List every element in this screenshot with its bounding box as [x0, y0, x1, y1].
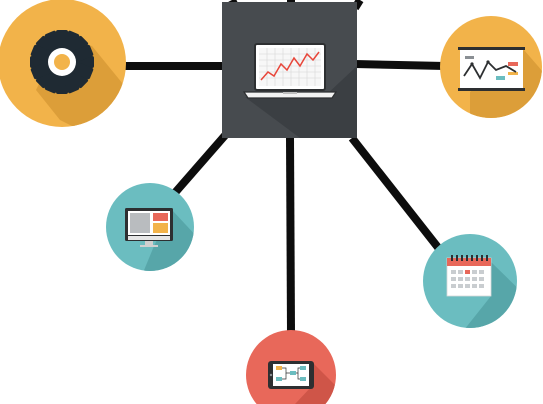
laptop-chart-icon [242, 43, 338, 99]
node-calendar [423, 234, 517, 328]
connector-desktop [169, 129, 232, 198]
presentation-board-icon [458, 47, 525, 91]
calendar-icon [446, 255, 492, 297]
gear-icon [30, 30, 94, 94]
node-desktop [106, 183, 194, 271]
smartphone-flowchart-icon [268, 361, 314, 389]
node-mobile [246, 330, 336, 404]
connector-mobile [286, 137, 295, 333]
node-presentation [440, 16, 542, 118]
trend-line [260, 51, 320, 81]
connectors [122, 0, 446, 333]
node-settings [0, 0, 126, 127]
connector-presentation [354, 60, 446, 70]
hub-tile [222, 2, 357, 138]
connector-calendar [348, 135, 444, 253]
desktop-monitor-icon [125, 208, 173, 247]
